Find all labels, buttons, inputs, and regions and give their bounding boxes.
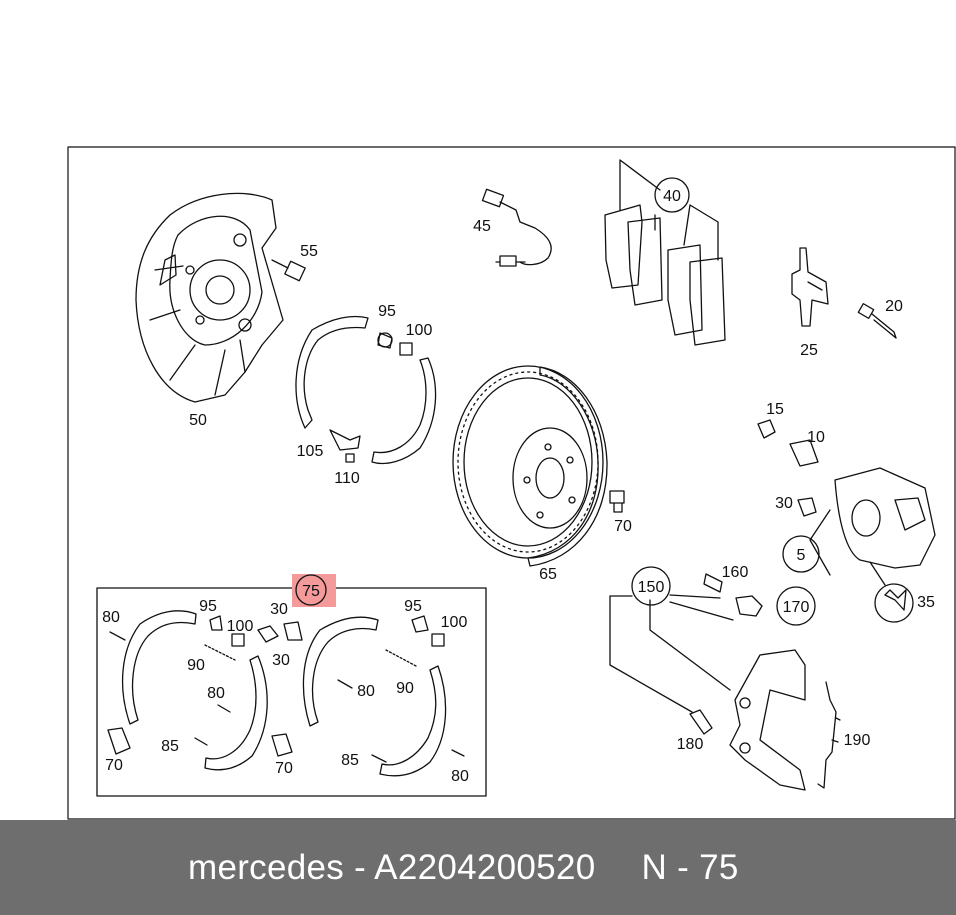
- label-kit-90b: 90: [396, 680, 414, 697]
- label-kit-80c: 80: [357, 683, 375, 700]
- label-kit-30c: 30: [272, 652, 290, 669]
- bracket-leaders-drawing: [609, 594, 734, 713]
- label-30a: 30: [775, 495, 793, 512]
- bolt-180-drawing: [689, 709, 713, 735]
- label-35: 35: [917, 594, 935, 611]
- label-55: 55: [300, 243, 318, 260]
- label-190: 190: [844, 732, 871, 749]
- parking-shoes-drawing: [295, 315, 437, 465]
- label-40: 40: [663, 188, 681, 205]
- ref-letter: N: [641, 848, 668, 887]
- label-50: 50: [189, 412, 207, 429]
- label-kit-100c: 100: [441, 614, 468, 631]
- label-20: 20: [885, 298, 903, 315]
- label-kit-85a: 85: [161, 738, 179, 755]
- kit-box: [96, 587, 487, 797]
- label-25: 25: [800, 342, 818, 359]
- diagram-frame: [67, 146, 956, 820]
- callout-circle-170: [776, 586, 816, 626]
- label-160: 160: [722, 564, 749, 581]
- clip-25-drawing: [791, 247, 829, 327]
- label-kit-100b: 100: [227, 618, 254, 635]
- label-kit-95b: 95: [199, 598, 217, 615]
- wear-sensor-drawing: [481, 188, 552, 267]
- bolt-70-top-drawing: [609, 490, 625, 513]
- label-15: 15: [766, 401, 784, 418]
- label-180: 180: [677, 736, 704, 753]
- label-10: 10: [807, 429, 825, 446]
- label-5: 5: [797, 547, 806, 564]
- spring-clip-drawing: [817, 681, 841, 789]
- label-kit-70c: 70: [275, 760, 293, 777]
- callout-circle-40: [654, 177, 690, 213]
- small-parts-top-drawing: [377, 332, 413, 356]
- label-150: 150: [638, 579, 665, 596]
- callout-circle-5: [782, 535, 820, 573]
- callout-circle-150: [631, 566, 671, 606]
- label-170: 170: [783, 599, 810, 616]
- ref-separator: -: [677, 848, 690, 887]
- label-kit-85b: 85: [341, 752, 359, 769]
- brand-name: mercedes: [188, 848, 345, 887]
- highlight-75: [292, 574, 336, 607]
- parts-diagram: 40 45 55 50 95 100 105 110 25 20 15 10 3…: [67, 146, 956, 820]
- label-105: 105: [297, 443, 324, 460]
- label-kit-70b: 70: [105, 757, 123, 774]
- label-kit-80b: 80: [207, 685, 225, 702]
- label-kit-90a: 90: [187, 657, 205, 674]
- label-45: 45: [473, 218, 491, 235]
- label-kit-80a: 80: [102, 609, 120, 626]
- dust-shield-drawing: [135, 192, 284, 403]
- brand-separator: -: [354, 848, 367, 887]
- label-kit-95c: 95: [404, 598, 422, 615]
- kit-right-shoes-drawing: [302, 615, 465, 777]
- label-100a: 100: [406, 322, 433, 339]
- part-number: A2204200520: [374, 848, 596, 887]
- bolt-55-drawing: [271, 259, 306, 282]
- footer-caption: mercedes - A2204200520 N - 75: [188, 840, 739, 896]
- diagram-svg: 40 45 55 50 95 100 105 110 25 20 15 10 3…: [67, 146, 956, 820]
- label-110: 110: [334, 470, 360, 487]
- brake-pads-drawing: [604, 159, 726, 346]
- caliper-drawing: [809, 467, 936, 586]
- label-65: 65: [539, 566, 557, 583]
- callout-circle-75: [295, 574, 327, 606]
- label-kit-80d: 80: [451, 768, 469, 785]
- caliper-bracket-drawing: [729, 649, 806, 791]
- guide-pins-drawing: [703, 573, 763, 617]
- tool-drawing: [874, 583, 914, 623]
- caliper-fittings-drawing: [757, 419, 819, 517]
- ref-number: 75: [699, 848, 739, 887]
- label-kit-30b: 30: [270, 601, 288, 618]
- label-70a: 70: [614, 518, 632, 535]
- bolt-20-drawing: [857, 303, 897, 339]
- label-95a: 95: [378, 303, 396, 320]
- kit-left-shoes-drawing: [107, 610, 303, 771]
- label-75: 75: [302, 583, 320, 600]
- footer-bar: mercedes - A2204200520 N - 75: [0, 820, 956, 915]
- brake-disc-drawing: [452, 365, 608, 567]
